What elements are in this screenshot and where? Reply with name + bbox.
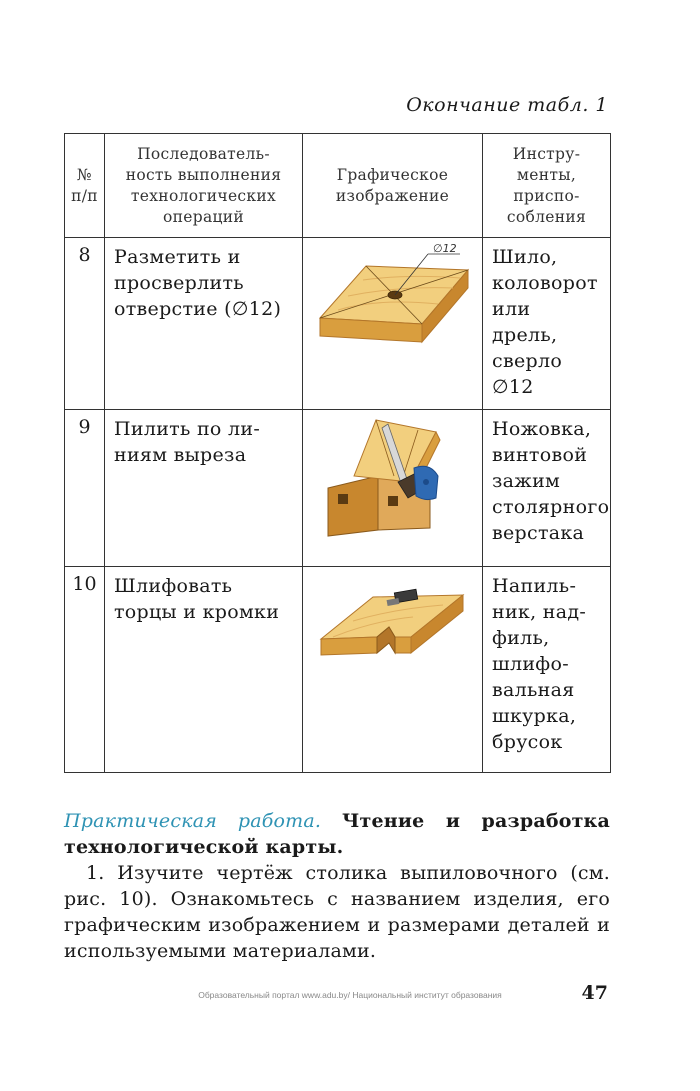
- sawing-illustration-cell: [302, 409, 483, 567]
- header-sequence: Последователь- ность выполнения технолог…: [104, 133, 303, 238]
- footer-note: Образовательный портал www.adu.by/ Нацио…: [198, 990, 502, 1000]
- table-row: 8 Разметить и просверлить отверстие (∅12…: [64, 237, 611, 410]
- table-header-row: № п/п Последователь- ность выполнения те…: [64, 133, 611, 238]
- tools-text: Шило, коловорот или дрель, сверло ∅12: [482, 237, 611, 410]
- file-tool-icon: [393, 588, 418, 604]
- table-caption: Окончание табл. 1: [406, 94, 608, 116]
- sawing-illustration: [327, 419, 441, 537]
- operation-text: Пилить по ли- ниям выреза: [104, 409, 303, 567]
- diameter-label: ∅12: [433, 242, 457, 255]
- operation-text: Разметить и просверлить отверстие (∅12): [104, 237, 303, 410]
- sanding-illustration-cell: [302, 566, 483, 773]
- table-row: 9 Пилить по ли- ниям выреза Ножовка: [64, 409, 611, 567]
- tools-text: Напиль- ник, над- филь, шлифо- вальная ш…: [482, 566, 611, 773]
- practical-work-label: Практическая работа.: [64, 810, 322, 832]
- table-row: 10 Шлифовать торцы и кромки Напиль- ник,…: [64, 566, 611, 773]
- sanding-board-illustration: [319, 588, 464, 656]
- notch-icon: [337, 494, 348, 504]
- technology-table: № п/п Последователь- ность выполнения те…: [64, 133, 611, 773]
- drilling-illustration-cell: ∅12: [302, 237, 483, 410]
- row-number: 9: [64, 409, 105, 567]
- page-number: 47: [581, 982, 608, 1004]
- header-number: № п/п: [64, 133, 105, 238]
- row-number: 8: [64, 237, 105, 410]
- header-tools: Инстру- менты, приспо- собления: [482, 133, 611, 238]
- practical-work-paragraph: 1. Изучите чертёж столика выпиловочного …: [64, 862, 610, 962]
- tools-text: Ножовка, винтовой зажим столярного верст…: [482, 409, 611, 567]
- practical-work-title: Чтение и разработка технологической карт…: [64, 810, 610, 858]
- drilling-board-illustration: ∅12: [318, 242, 469, 344]
- row-number: 10: [64, 566, 105, 773]
- operation-text: Шлифовать торцы и кромки: [104, 566, 303, 773]
- practical-work-section: Практическая работа. Чтение и разработка…: [64, 808, 610, 964]
- header-graphic: Графическое изображение: [302, 133, 483, 238]
